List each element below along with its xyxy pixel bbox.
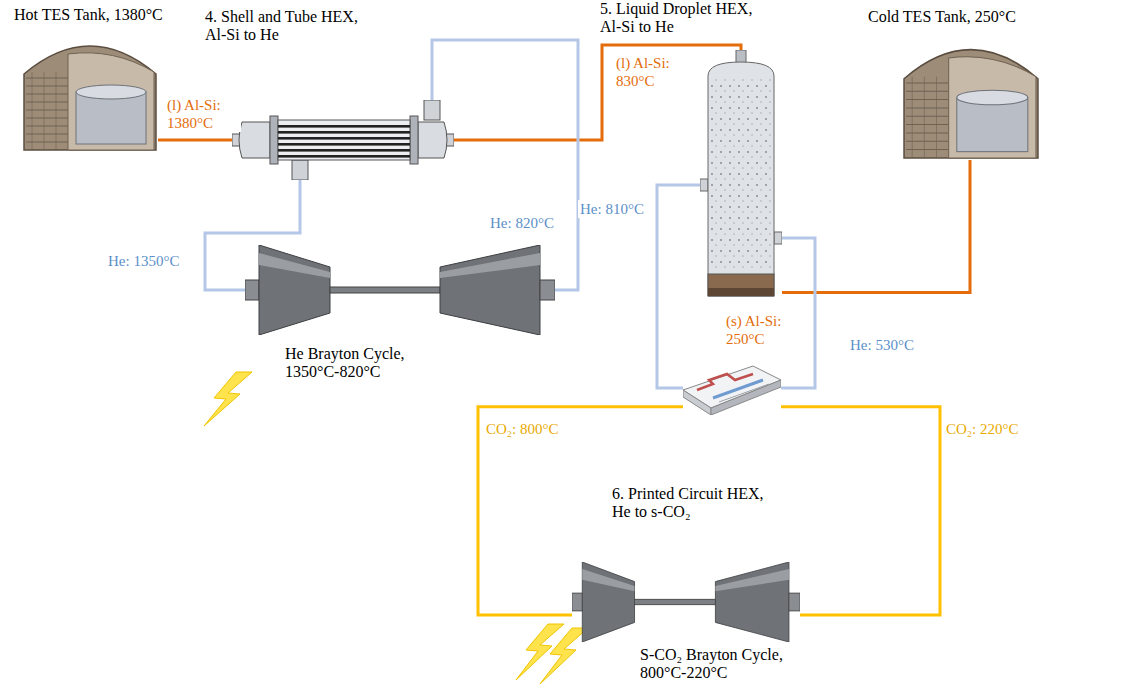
rect-shape — [330, 287, 440, 293]
rect-shape — [708, 274, 774, 296]
component-label: S-CO₂ Brayton Cycle, 800°C-220°C — [640, 646, 800, 681]
flow-temperature: He: 820°C — [488, 214, 556, 232]
flow-temperature: (s) Al-Si: 250°C — [724, 312, 798, 348]
rect-shape — [572, 593, 582, 611]
path-shape — [708, 62, 774, 296]
brayton-turbines: He Brayton Cycle, 1350°C-820°C — [245, 245, 555, 335]
hot-tank-drawing — [22, 32, 158, 152]
flow-temperature: He: 810°C — [578, 200, 646, 218]
ellipse-shape — [957, 90, 1028, 105]
lightning-bolt — [204, 372, 252, 426]
flow-temperature: He: 1350°C — [106, 252, 181, 270]
polygon-shape — [683, 390, 711, 415]
line-shape — [906, 124, 949, 125]
line-shape — [906, 132, 949, 133]
polygon-shape — [715, 569, 789, 591]
printed-circuit-hex-drawing — [683, 360, 781, 415]
line-shape — [936, 77, 937, 158]
rect-shape — [278, 131, 410, 134]
line-shape — [906, 141, 949, 142]
rect-shape — [278, 143, 410, 146]
rect-shape — [270, 116, 278, 164]
polygon-shape — [582, 562, 634, 642]
flow-temperature: CO₂: 220°C — [944, 420, 1021, 438]
droplet-hex: 5. Liquid Droplet HEX, Al-Si to He — [700, 50, 782, 300]
rect-shape — [710, 76, 772, 272]
rect-shape — [76, 92, 146, 144]
rect-shape — [774, 232, 782, 244]
path-shape — [949, 57, 1036, 158]
path-shape — [719, 384, 769, 402]
hot-tank: Hot TES Tank, 1380°C — [22, 32, 158, 152]
shell-tube-hex: 4. Shell and Tube HEX, Al-Si to He — [232, 100, 454, 180]
polygon-shape — [259, 245, 330, 335]
rect-shape — [957, 98, 1028, 152]
polygon-shape — [715, 562, 789, 642]
rect-shape — [700, 179, 708, 191]
droplet-hex-drawing — [700, 50, 782, 300]
line-shape — [906, 91, 949, 92]
path-shape — [24, 46, 156, 150]
line-shape — [906, 149, 949, 150]
flow-temperature: (l) Al-Si: 1380°C — [165, 96, 241, 132]
rect-shape — [789, 593, 800, 611]
component-label: Hot TES Tank, 1380°C — [14, 6, 163, 24]
rect-shape — [278, 125, 410, 128]
rect-shape — [292, 160, 308, 180]
component-label: 6. Printed Circuit HEX, He to s-CO₂ — [612, 485, 777, 522]
rect-shape — [278, 149, 410, 152]
line-shape — [924, 77, 925, 158]
polygon-shape — [440, 245, 540, 335]
rect-shape — [424, 100, 440, 120]
polygon-shape — [711, 380, 781, 415]
line-shape — [906, 116, 949, 117]
polygon-shape — [259, 253, 330, 278]
rect-shape — [540, 280, 555, 300]
path-shape — [418, 122, 447, 158]
shell-tube-hex-drawing — [232, 100, 454, 180]
pipe-line — [158, 139, 232, 142]
path-shape — [239, 122, 270, 158]
cold-tank-drawing — [902, 35, 1040, 160]
line-shape — [32, 72, 33, 150]
lightning-bolt — [516, 624, 588, 684]
component-label: 4. Shell and Tube HEX, Al-Si to He — [205, 8, 375, 45]
component-label: 5. Liquid Droplet HEX, Al-Si to He — [600, 0, 768, 37]
printed-circuit-hex: 6. Printed Circuit HEX, He to s-CO₂ — [683, 360, 781, 415]
flow-temperature: (l) Al-Si: 830°C — [614, 54, 690, 90]
brayton-turbines: S-CO₂ Brayton Cycle, 800°C-220°C — [572, 562, 800, 642]
cold-tank: Cold TES Tank, 250°C — [902, 35, 1040, 160]
component-label: Cold TES Tank, 250°C — [868, 8, 1016, 26]
pipe-line — [657, 185, 700, 388]
polygon-shape — [204, 372, 252, 426]
rect-shape — [278, 155, 410, 158]
rect-shape — [410, 116, 418, 164]
flow-temperature: CO₂: 800°C — [484, 420, 561, 438]
pipe-line — [454, 45, 741, 140]
path-shape — [68, 53, 154, 150]
brayton-turbines-drawing — [572, 562, 800, 642]
pipe-line — [781, 407, 940, 615]
line-shape — [906, 99, 949, 100]
polygon-shape — [440, 253, 540, 278]
rect-shape — [278, 137, 410, 140]
rect-shape — [708, 288, 774, 296]
rect-shape — [278, 120, 410, 160]
line-shape — [56, 72, 57, 150]
line-shape — [906, 82, 949, 83]
polygon-shape — [582, 569, 634, 591]
flow-temperature: He: 530°C — [848, 336, 916, 354]
polygon-shape — [540, 628, 588, 684]
line-shape — [44, 72, 45, 150]
component-label: He Brayton Cycle, 1350°C-820°C — [285, 345, 435, 382]
rect-shape — [245, 280, 259, 300]
line-shape — [906, 107, 949, 108]
path-shape — [904, 50, 1038, 158]
ellipse-shape — [76, 85, 146, 99]
rect-shape — [635, 599, 716, 604]
brayton-turbines-drawing — [245, 245, 555, 335]
pipe-line — [782, 160, 970, 293]
line-shape — [912, 77, 913, 158]
